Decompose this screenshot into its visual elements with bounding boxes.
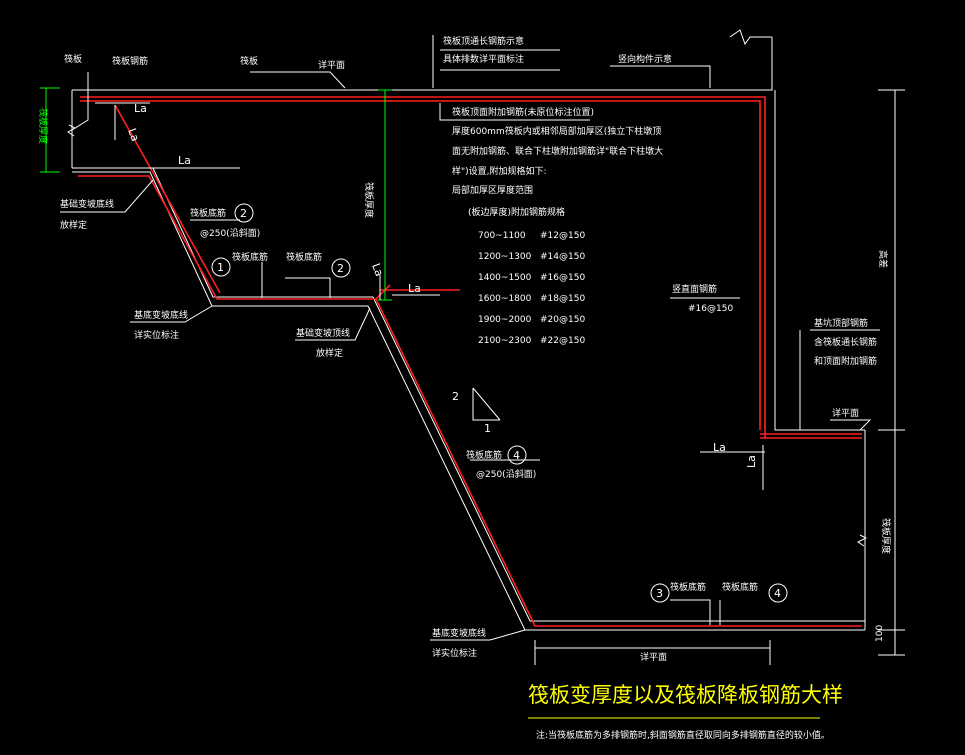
spec-bar-3: #18@150 [540,294,585,304]
label-slope-1: 1 [484,422,491,435]
label-raft-top-bar-left: 筏板钢筋 [112,55,148,67]
label-bottom-bar-3: 筏板底筋 [286,251,322,263]
drawing-title: 筏板变厚度以及筏板降板钢筋大样 [528,683,843,707]
label-raft-mid: 筏板 [240,55,258,67]
spec-range-0: 700~1100 [478,231,526,241]
circle-marker-3 [650,583,670,603]
label-base-slope-bot-1a: 基底变坡底线 [134,309,188,321]
label-desc-1: 厚度600mm筏板内或相邻局部加厚区(独立下柱墩顶 [452,125,661,137]
label-top-through-bar-1: 筏板顶通长钢筋示意 [443,35,524,47]
label-dim-100: 100 [875,625,885,642]
circle-1-text: 1 [217,261,224,274]
spec-bar-5: #22@150 [540,336,585,346]
label-bottom-bar-4-spec: @250(沿斜面) [476,468,536,480]
drawing-note: 注:当筏板底筋为多排钢筋时,斜面钢筋直径取同向多排钢筋直径的较小值。 [536,729,830,741]
label-la-3: La [178,154,191,167]
annotations: 筏板 筏板钢筋 筏板 详平面 筏板顶通长钢筋示意 具体排数详平面标注 竖向构件示… [37,35,892,663]
label-vertical-bar: 竖直面钢筋 [672,283,717,295]
label-top-add-bar: 筏板顶面附加钢筋(未原位标注位置) [452,106,594,118]
label-base-slope-top-1a: 基础变坡底线 [60,198,114,210]
label-bottom-bar-6: 筏板底筋 [722,581,758,593]
circle-marker-2a [234,203,254,223]
label-pit-bar-2: 含筏板通长钢筋 [814,336,877,348]
label-la-6: La [713,441,726,454]
label-detail-plane-bottom: 详平面 [640,651,667,663]
label-pit-bar-3: 和顶面附加钢筋 [814,355,877,367]
label-bottom-bar-4: 筏板底筋 [466,449,502,461]
label-detail-plane-top: 详平面 [318,59,345,71]
label-base-slope-top-1b: 放样定 [60,219,87,231]
label-base-slope-top-2b: 放样定 [316,347,343,359]
label-base-slope-top-2a: 基础变坡顶线 [296,327,350,339]
label-slope-2: 2 [452,390,459,403]
circle-marker-4a [507,445,527,465]
spec-bar-2: #16@150 [540,273,585,283]
circle-2b-text: 2 [337,262,344,275]
label-vertical-member: 竖向构件示意 [618,53,672,65]
circle-marker-2b [331,258,351,278]
leader-lines [60,35,905,665]
label-raft-left: 筏板 [64,53,82,65]
spec-range-5: 2100~2300 [478,336,532,346]
circle-4a-text: 4 [513,449,520,462]
spec-bar-1: #14@150 [540,252,585,262]
label-desc-2: 面无附加钢筋、联合下柱墩附加钢筋详"联合下柱墩大 [452,145,663,157]
label-la-7: La [745,455,758,468]
section-markers: 2 1 2 4 3 4 [211,203,788,603]
label-raft-thick-left: 筏板厚度 [37,108,49,144]
circle-marker-1 [211,257,231,277]
rebar-lines [78,96,862,627]
spec-range-3: 1600~1800 [478,294,532,304]
label-desc-4: 局部加厚区厚度范围 [452,184,533,196]
spec-range-1: 1200~1300 [478,252,532,262]
label-base-slope-bot-2a: 基底变坡底线 [432,627,486,639]
label-la-2: La [125,127,142,144]
label-top-through-bar-2: 具体排数详平面标注 [443,53,524,65]
spec-range-4: 1900~2000 [478,315,532,325]
label-bottom-bar-1-spec: @250(沿斜面) [200,227,260,239]
label-detail-plane-right: 详平面 [832,407,859,419]
circle-3-text: 3 [656,587,663,600]
label-desc-3: 样")设置,附加规格如下: [452,165,547,177]
label-la-4: La [408,282,421,295]
spec-bar-0: #12@150 [540,231,585,241]
label-bottom-bar-1: 筏板底筋 [190,207,226,219]
label-raft-thick-right: 筏板厚度 [880,518,892,554]
label-base-slope-bot-1b: 详实位标注 [134,329,179,341]
label-height-diff: 高差 [877,250,889,268]
label-table-header: (板边厚度)附加钢筋规格 [468,206,565,218]
spec-bar-4: #20@150 [540,315,585,325]
spec-range-2: 1400~1500 [478,273,532,283]
label-bottom-bar-2: 筏板底筋 [232,251,268,263]
circle-2a-text: 2 [240,207,247,220]
label-la-5: La [369,262,386,279]
label-pit-bar-1: 基坑顶部钢筋 [814,317,868,329]
dimension-lines [40,87,392,301]
label-base-slope-bot-2b: 详实位标注 [432,647,477,659]
circle-marker-4b [768,583,788,603]
label-la-1: La [134,102,147,115]
label-vertical-bar-spec: #16@150 [688,304,733,314]
label-bottom-bar-5: 筏板底筋 [670,581,706,593]
label-raft-thick-mid: 筏板厚度 [363,182,375,218]
circle-4b-text: 4 [774,587,781,600]
